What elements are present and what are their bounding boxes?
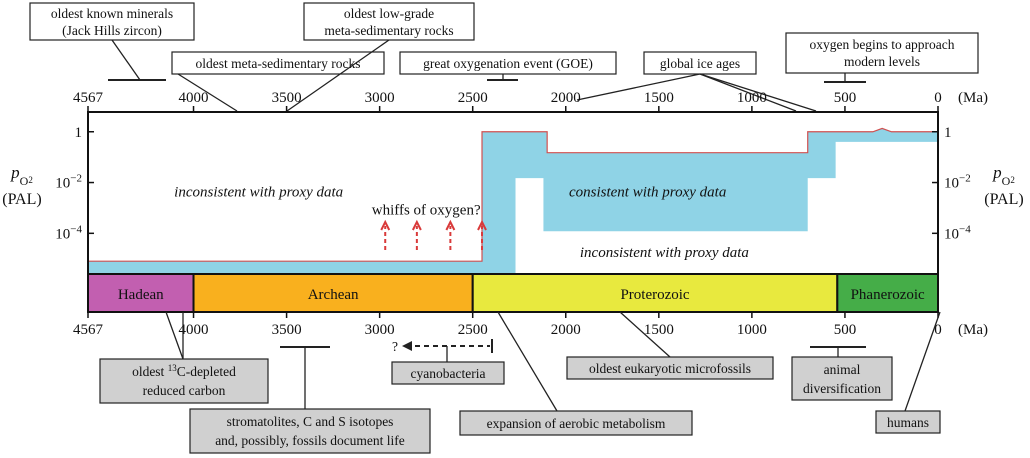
eon-archean bbox=[192, 273, 474, 313]
annotation-jack-hills: oldest known minerals (Jack Hills zircon… bbox=[29, 2, 195, 41]
whiff-arrow-head bbox=[411, 219, 422, 231]
top-leaders bbox=[108, 39, 866, 112]
y-axis-label-right: pO2 bbox=[992, 163, 1015, 188]
x-tick-label-bottom: 1000 bbox=[737, 322, 767, 338]
region-label: inconsistent with proxy data bbox=[174, 184, 343, 200]
x-tick-label-top: 3000 bbox=[365, 90, 395, 106]
y-axis-label-left: pO2 bbox=[10, 163, 33, 188]
y-tick-label-right: 10−4 bbox=[944, 223, 971, 242]
annotation-text: reduced carbon bbox=[143, 383, 226, 398]
pO2-uncertainty-band bbox=[88, 127, 938, 274]
annotation-text: cyanobacteria bbox=[411, 366, 486, 381]
annotation-13c-carbon: oldest 13C-depleted reduced carbon bbox=[99, 358, 269, 404]
y-axis-unit-right: (PAL) bbox=[984, 191, 1023, 208]
y-tick-label-right: 10−2 bbox=[944, 173, 971, 192]
annotation-text: and, possibly, fossils document life bbox=[215, 433, 405, 448]
eon-bar: Hadean Archean Proterozoic Phanerozoic bbox=[87, 273, 939, 313]
chart-labels: inconsistent with proxy data consistent w… bbox=[174, 184, 749, 261]
x-tick-label-bottom: 500 bbox=[834, 322, 857, 338]
y-tick-label-left: 10−2 bbox=[55, 173, 82, 192]
annotation-stromatolites: stromatolites, C and S isotopes and, pos… bbox=[189, 408, 431, 454]
x-tick-label-top: 4567 bbox=[73, 90, 104, 106]
cyanobacteria-marker-label: ? bbox=[392, 339, 398, 354]
region-label: inconsistent with proxy data bbox=[580, 245, 749, 261]
whiff-arrow-head bbox=[477, 219, 487, 231]
y-tick-label-right: 1 bbox=[944, 125, 952, 141]
band-area bbox=[88, 128, 938, 274]
annotation-text-part: oldest bbox=[132, 364, 168, 379]
annotation-humans: humans bbox=[875, 410, 941, 434]
annotation-cyanobacteria: cyanobacteria bbox=[391, 361, 505, 385]
annotation-text-part: C-depleted bbox=[177, 364, 236, 379]
x-tick-label-bottom: 1500 bbox=[644, 322, 674, 338]
annotation-text: expansion of aerobic metabolism bbox=[487, 416, 666, 431]
annotation-aerobic-metabolism: expansion of aerobic metabolism bbox=[459, 410, 693, 436]
whiffs-label: whiffs of oxygen? bbox=[372, 203, 481, 219]
annotation-superscript: 13 bbox=[168, 363, 178, 373]
y-axis-unit-left: (PAL) bbox=[2, 191, 41, 208]
x-tick-label-top: 500 bbox=[834, 90, 857, 106]
eon-phanerozoic bbox=[836, 273, 939, 313]
eon-label: Proterozoic bbox=[620, 287, 689, 303]
x-tick-label-bottom: 0 bbox=[934, 322, 942, 338]
annotation-text: diversification bbox=[803, 381, 881, 396]
annotation-text: (Jack Hills zircon) bbox=[62, 23, 162, 38]
annotation-text: modern levels bbox=[844, 54, 920, 69]
annotation-text: global ice ages bbox=[660, 56, 740, 71]
annotation-meta-sedimentary: oldest meta-sedimentary rocks bbox=[171, 51, 385, 75]
x-tick-label-top: 3500 bbox=[272, 90, 302, 106]
x-tick-label-top: 0 bbox=[934, 90, 942, 106]
annotation-text: oldest 13C-depleted bbox=[132, 363, 236, 379]
y-tick-label-left: 1 bbox=[75, 125, 83, 141]
x-tick-label-bottom: 4567 bbox=[73, 322, 104, 338]
annotation-modern-oxygen: oxygen begins to approach modern levels bbox=[785, 32, 979, 74]
annotation-low-grade-rocks: oldest low-grade meta-sedimentary rocks bbox=[303, 2, 475, 41]
axes: 4567 4567 4000 4000 3500 3500 3000 3000 2500 2500… bbox=[2, 90, 1023, 338]
eon-label: Archean bbox=[308, 287, 359, 303]
annotation-text: meta-sedimentary rocks bbox=[324, 23, 453, 38]
x-tick-label-top: 2000 bbox=[551, 90, 581, 106]
eon-label: Phanerozoic bbox=[851, 287, 925, 303]
x-tick-label-bottom: 2000 bbox=[551, 322, 581, 338]
annotation-text: oxygen begins to approach bbox=[809, 37, 954, 52]
annotation-ice-ages: global ice ages bbox=[643, 51, 757, 75]
y-tick-label-left: 10−4 bbox=[55, 223, 82, 242]
x-tick-label-bottom: 3500 bbox=[272, 322, 302, 338]
whiff-arrow-head bbox=[445, 219, 456, 231]
annotation-goe: great oxygenation event (GOE) bbox=[399, 51, 617, 75]
band-upper-edge bbox=[88, 127, 938, 262]
x-unit-top: (Ma) bbox=[958, 90, 988, 106]
annotation-text: oldest eukaryotic microfossils bbox=[589, 361, 751, 376]
annotation-text: oldest low-grade bbox=[344, 6, 434, 21]
x-tick-label-top: 2500 bbox=[458, 90, 488, 106]
question-mark: ? bbox=[392, 339, 398, 354]
x-tick-label-top: 1000 bbox=[737, 90, 767, 106]
annotation-text: oldest known minerals bbox=[51, 6, 173, 21]
x-tick-label-top: 1500 bbox=[644, 90, 674, 106]
x-tick-label-top: 4000 bbox=[179, 90, 209, 106]
eon-label: Hadean bbox=[118, 287, 164, 303]
x-tick-label-bottom: 2500 bbox=[458, 322, 488, 338]
annotation-text: stromatolites, C and S isotopes bbox=[227, 414, 394, 429]
annotation-eukaryotic-fossils: oldest eukaryotic microfossils bbox=[566, 356, 774, 380]
annotation-text: oldest meta-sedimentary rocks bbox=[196, 56, 361, 71]
x-unit-bottom: (Ma) bbox=[958, 322, 988, 338]
region-label: consistent with proxy data bbox=[569, 184, 726, 200]
x-tick-label-bottom: 3000 bbox=[365, 322, 395, 338]
bottom-leaders bbox=[165, 311, 941, 412]
x-tick-label-bottom: 4000 bbox=[179, 322, 209, 338]
annotation-animal-diversification: animal diversification bbox=[791, 356, 893, 401]
annotation-text: humans bbox=[887, 415, 929, 430]
annotation-text: animal bbox=[824, 362, 861, 377]
annotation-text: great oxygenation event (GOE) bbox=[423, 56, 593, 71]
whiff-arrow-head bbox=[380, 219, 391, 231]
